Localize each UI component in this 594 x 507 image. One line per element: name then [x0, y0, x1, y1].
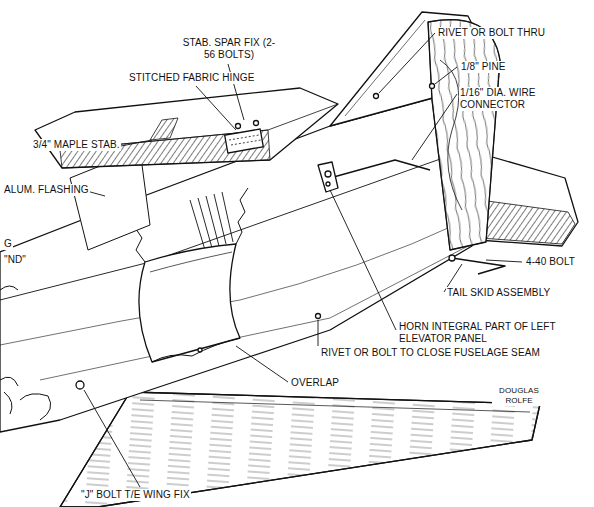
illustration-stroke	[449, 255, 455, 261]
illustration-stroke	[318, 162, 338, 192]
illustration-stroke	[480, 200, 575, 244]
part-label: 3/4" MAPLE STAB.	[32, 139, 121, 151]
illustration-stroke	[76, 381, 84, 389]
illustration-stroke	[236, 124, 241, 129]
illustration-stroke	[325, 171, 331, 177]
illustration-stroke	[198, 348, 202, 352]
illustration-stroke	[83, 33, 522, 487]
illustration-stroke	[379, 33, 435, 93]
illustration-stroke	[225, 129, 264, 153]
illustration-stroke	[430, 84, 435, 89]
illustration-stroke	[35, 88, 338, 168]
illustration-stroke	[330, 190, 396, 330]
illustration-stroke	[60, 392, 540, 507]
illustration-stroke	[0, 286, 18, 290]
illustration-stroke	[60, 392, 540, 507]
part-label: TAIL SKID ASSEMBLY	[446, 287, 551, 299]
illustration-stroke	[318, 320, 319, 346]
part-label: ALUM. FLASHING	[3, 184, 90, 196]
illustration-stroke	[236, 346, 288, 382]
illustration-stroke	[229, 135, 261, 145]
illustration-stroke	[236, 188, 248, 244]
part-label: G	[3, 238, 13, 250]
illustration-stroke	[435, 67, 457, 84]
part-label: "J" BOLT T/E WING FIX	[80, 489, 191, 501]
part-label: STAB. SPAR FIX (2-56 BOLTS)	[180, 37, 278, 61]
illustration-stroke	[150, 252, 232, 272]
illustration-stroke	[486, 260, 522, 262]
illustration-stroke	[0, 96, 472, 432]
illustration-stroke	[190, 192, 233, 250]
illustration-stroke	[152, 338, 240, 362]
part-label: 4-40 BOLT	[525, 256, 576, 268]
part-label: STITCHED FABRIC HINGE	[128, 72, 255, 84]
illustration-stroke	[0, 12, 578, 507]
illustration-stroke	[254, 121, 259, 126]
part-label: RIVET OR BOLT TO CLOSE FUSELAGE SEAM	[320, 347, 541, 359]
illustration-stroke	[140, 400, 530, 412]
part-label: 1/8" PINE	[460, 61, 506, 73]
illustration-stroke	[20, 394, 51, 420]
part-label: HORN INTEGRAL PART OF LEFT ELEVATOR PANE…	[398, 321, 560, 345]
illustration-stroke	[412, 94, 457, 160]
illustration-stroke	[374, 94, 379, 99]
illustration-stroke	[326, 182, 330, 186]
illustration-stroke	[440, 60, 462, 210]
illustration-stroke	[0, 377, 18, 414]
illustration-stroke	[139, 244, 240, 362]
illustration-stroke	[40, 246, 468, 380]
part-label: DOUGLAS ROLFE	[492, 386, 546, 406]
part-label: OVERLAP	[290, 377, 340, 389]
part-label: RIVET OR BOLT THRU	[437, 27, 546, 39]
part-label: 1/16" DIA. WIRE CONNECTOR	[459, 87, 569, 111]
illustration-stroke	[330, 160, 430, 178]
illustration-stroke	[150, 118, 178, 140]
illustration-stroke	[121, 140, 152, 146]
illustration-stroke	[428, 20, 500, 250]
illustration-stroke	[428, 20, 500, 250]
illustration-stroke	[196, 86, 236, 130]
illustration-stroke	[316, 314, 321, 319]
part-label: "ND"	[3, 254, 27, 266]
illustration-stroke	[134, 226, 145, 262]
illustration-stroke	[345, 20, 425, 116]
illustration-stroke	[84, 390, 140, 487]
